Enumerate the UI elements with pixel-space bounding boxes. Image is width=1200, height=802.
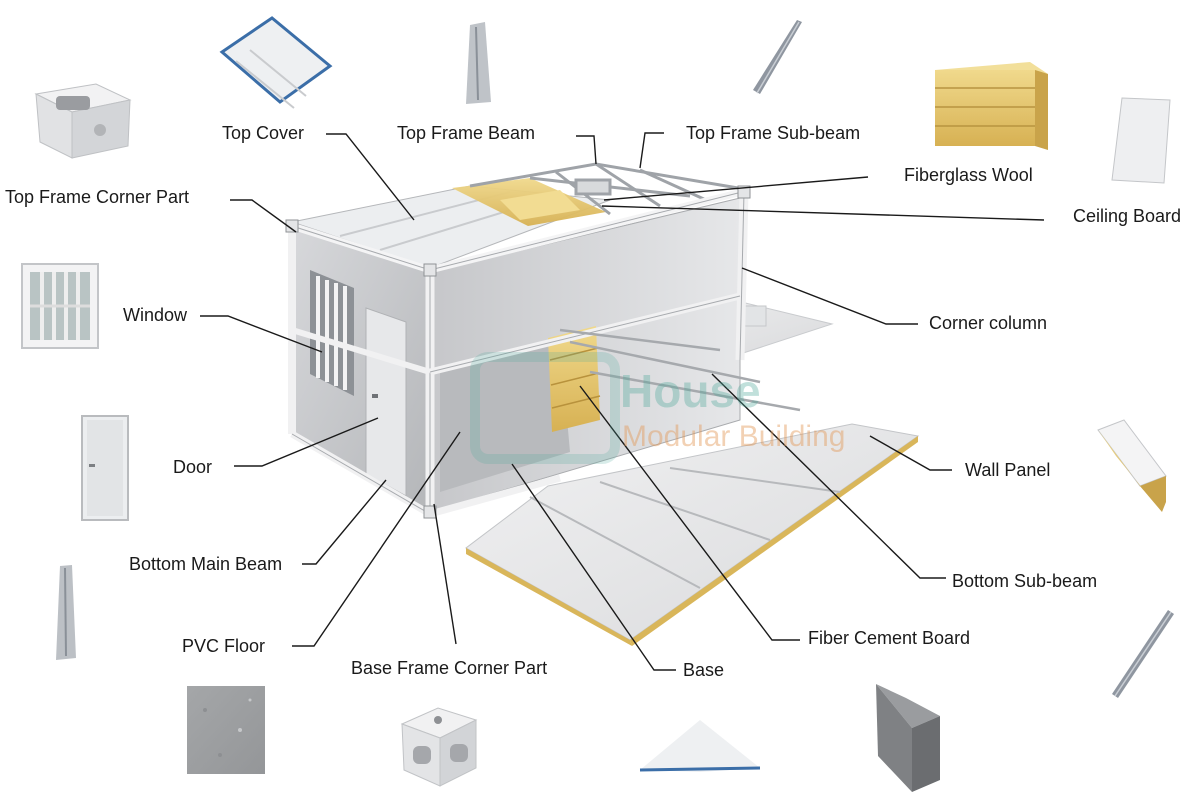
label-wall-panel: Wall Panel (965, 460, 1051, 480)
leader-door (234, 417, 379, 467)
leader-top-frame-sub-beam (639, 132, 664, 169)
bottom-sub-beams (559, 328, 801, 412)
label-fiber-cement-board: Fiber Cement Board (808, 628, 971, 648)
fiber-cement-board-thumbnail (876, 684, 940, 792)
label-door: Door (173, 457, 213, 477)
ceiling-board-thumbnail (1111, 97, 1171, 184)
bottom-sub-beam-thumbnail (1112, 610, 1174, 698)
top-frame-sub-beam-thumbnail (753, 20, 802, 94)
leader-corner-column (741, 267, 918, 325)
leader-pvc-floor (292, 431, 461, 647)
watermark-tagline: Modular Building (622, 420, 846, 453)
label-window: Window (123, 305, 188, 325)
base-thumbnail (639, 720, 761, 772)
end-wall (291, 227, 431, 513)
label-fiberglass-wool: Fiberglass Wool (904, 165, 1033, 185)
base-floor-panels (465, 423, 920, 646)
leader-top-cover (326, 133, 415, 221)
base-frame-corner-thumbnail (400, 707, 478, 787)
wall-panel-thumbnail (1097, 419, 1167, 512)
leader-top-frame-beam (576, 135, 597, 165)
top-frame-beam-thumbnail (466, 22, 491, 104)
pvc-floor-thumbnail (187, 686, 265, 774)
label-bottom-main-beam: Bottom Main Beam (129, 554, 283, 574)
label-top-frame-beam: Top Frame Beam (397, 123, 536, 143)
leader-bottom-sub-beam (711, 373, 946, 579)
leader-ceiling-board (601, 205, 1045, 221)
leader-lines (200, 132, 1045, 671)
window-thumbnail (21, 263, 99, 349)
leader-base-frame-corner (433, 503, 457, 645)
door-thumbnail (81, 415, 129, 521)
label-bottom-sub-beam: Bottom Sub-beam (952, 571, 1098, 591)
label-top-frame-corner-part: Top Frame Corner Part (5, 187, 190, 207)
watermark-logo-icon (470, 352, 620, 464)
leader-wall-panel (869, 435, 952, 471)
label-ceiling-board: Ceiling Board (1073, 206, 1182, 226)
label-top-cover: Top Cover (222, 123, 305, 143)
label-top-frame-sub-beam: Top Frame Sub-beam (686, 123, 861, 143)
leader-fiber-cement-board (579, 385, 800, 641)
roof-assembly (290, 178, 611, 269)
label-corner-column: Corner column (929, 313, 1048, 333)
watermark-brand: House (620, 365, 761, 417)
label-pvc-floor: PVC Floor (182, 636, 266, 656)
label-base-frame-corner-part: Base Frame Corner Part (351, 658, 548, 678)
wall-insulation (548, 326, 601, 432)
top-frame-corner-thumbnail (34, 83, 132, 159)
leader-base (511, 463, 676, 671)
fiberglass-wool-thumbnail (935, 62, 1048, 150)
leader-window (200, 315, 323, 353)
leader-top-frame-corner (230, 199, 297, 233)
label-base: Base (683, 660, 725, 680)
leader-bottom-main-beam (302, 479, 387, 565)
bottom-main-beam-thumbnail (56, 565, 76, 660)
top-cover-thumbnail (219, 16, 333, 109)
leader-fiberglass-wool (603, 176, 869, 201)
